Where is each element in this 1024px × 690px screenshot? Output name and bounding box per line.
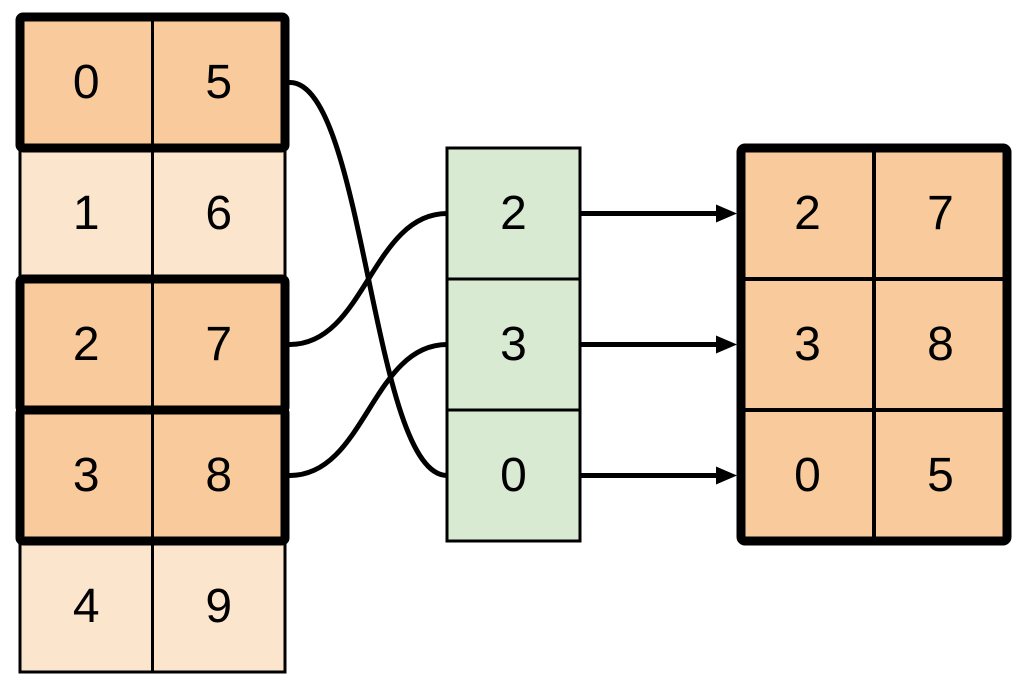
source-cell — [151, 539, 287, 674]
index-cell-value: 2 — [500, 187, 527, 240]
source-cell-value: 3 — [73, 449, 100, 502]
source-row-outline — [15, 12, 290, 153]
source-cell — [151, 277, 287, 412]
source-cell-value: 1 — [73, 187, 100, 240]
arrow-head-icon — [716, 335, 737, 354]
result-cell — [872, 408, 1009, 543]
index-cell — [445, 408, 582, 543]
result-cell-value: 2 — [794, 187, 821, 240]
source-row-outline — [15, 405, 290, 546]
source-cell — [151, 408, 287, 543]
source-cell-value: 9 — [205, 580, 232, 633]
connector-curve — [287, 211, 450, 347]
source-cell-value: 0 — [73, 56, 100, 109]
result-cell-value: 7 — [927, 187, 954, 240]
source-cell — [151, 146, 287, 281]
source-cell-value: 8 — [205, 449, 232, 502]
source-cell-value: 2 — [73, 318, 100, 371]
index-column: 2 3 0 — [445, 146, 582, 543]
connector-curve — [287, 342, 450, 478]
arrows — [580, 204, 737, 485]
result-cell-value: 0 — [794, 449, 821, 502]
index-cell-value: 3 — [500, 318, 527, 371]
arrow-head-icon — [716, 204, 737, 223]
result-cell-value: 3 — [794, 318, 821, 371]
source-cell — [18, 15, 154, 150]
index-cell-value: 0 — [500, 449, 527, 502]
result-cell — [739, 408, 876, 543]
connector-curves — [287, 80, 450, 478]
result-table: 2 7 3 8 0 5 — [736, 143, 1012, 546]
source-cell-value: 5 — [205, 56, 232, 109]
source-cell-value: 7 — [205, 318, 232, 371]
arrow-head-icon — [716, 466, 737, 485]
source-cell — [18, 539, 154, 674]
source-cell-value: 6 — [205, 187, 232, 240]
index-cell — [445, 146, 582, 281]
result-cell — [872, 277, 1009, 412]
result-cell-value: 5 — [927, 449, 954, 502]
source-cell — [151, 15, 287, 150]
source-table: 0 5 1 6 2 7 3 8 4 9 — [15, 12, 290, 674]
result-table-outline — [736, 143, 1012, 546]
result-cell-value: 8 — [927, 318, 954, 371]
source-cell-value: 4 — [73, 580, 100, 633]
